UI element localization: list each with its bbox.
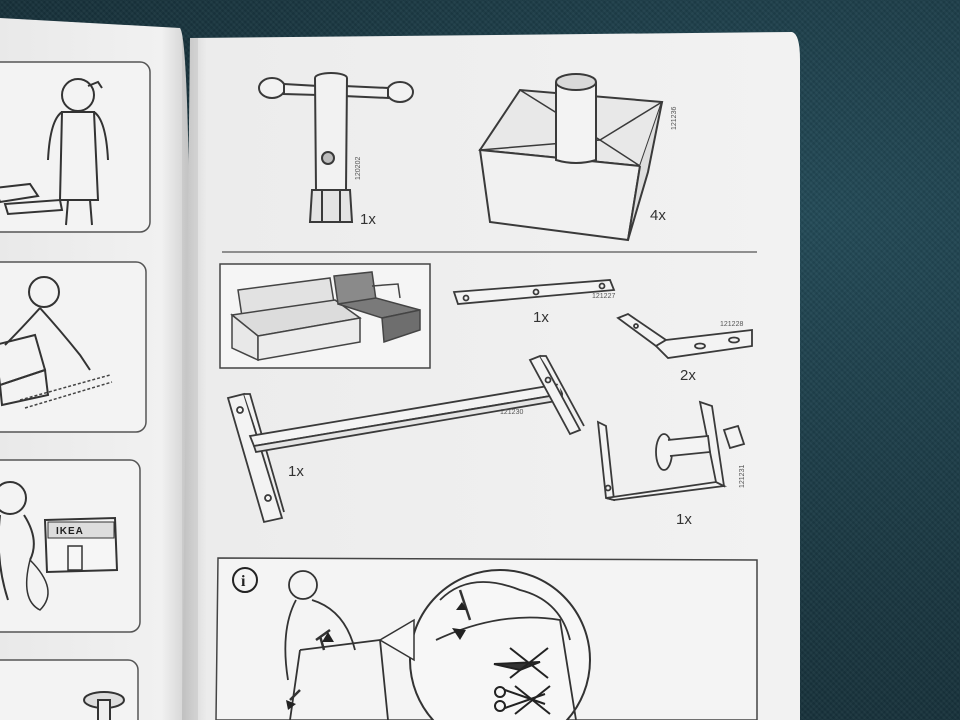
part-number-flat-bracket: 121227 xyxy=(592,293,615,300)
part-number-foot: 121236 xyxy=(671,107,678,130)
info-icon xyxy=(232,567,258,593)
qty-flat-bracket: 1x xyxy=(533,309,549,326)
flat-bracket xyxy=(452,279,616,305)
l-bracket xyxy=(616,312,753,359)
ikea-store-sign: IKEA xyxy=(43,516,119,574)
long-frame-bar xyxy=(226,354,585,524)
no-knife-icon xyxy=(493,647,549,679)
part-number-clamp: 121231 xyxy=(739,465,746,488)
sofa-illustration xyxy=(219,263,431,369)
qty-frame-bar: 1x xyxy=(288,463,304,480)
t-handle-wrench xyxy=(258,72,414,223)
part-number-frame-bar: 121230 xyxy=(500,409,523,416)
qty-l-bracket: 2x xyxy=(680,367,696,384)
arrow-down-icon xyxy=(452,628,466,640)
left-page: IKEA xyxy=(0,18,190,720)
panel-person-kneeling xyxy=(0,261,147,433)
right-page: 120202 1x 121236 4x xyxy=(182,32,800,720)
info-symbol: i xyxy=(241,573,246,590)
part-number-l-bracket: 121228 xyxy=(720,321,743,328)
arrow-up-icon xyxy=(322,632,334,642)
no-scissors-icon xyxy=(494,685,551,715)
panel-person-with-box xyxy=(0,61,151,233)
ikea-sign-text: IKEA xyxy=(56,526,84,537)
qty-wrench: 1x xyxy=(360,211,376,228)
arrow-up-small-icon xyxy=(456,602,467,610)
square-foot xyxy=(478,73,664,242)
panel-person-ikea-store: IKEA xyxy=(0,459,141,633)
detail-magnifier xyxy=(378,569,591,720)
info-panel: i xyxy=(215,557,758,720)
arrow-left-icon xyxy=(286,700,296,710)
part-number-wrench: 120202 xyxy=(355,157,362,180)
panel-bolt-partial xyxy=(0,659,139,720)
qty-foot: 4x xyxy=(650,207,666,224)
clamp-fitting xyxy=(596,400,746,502)
qty-clamp: 1x xyxy=(676,511,692,528)
